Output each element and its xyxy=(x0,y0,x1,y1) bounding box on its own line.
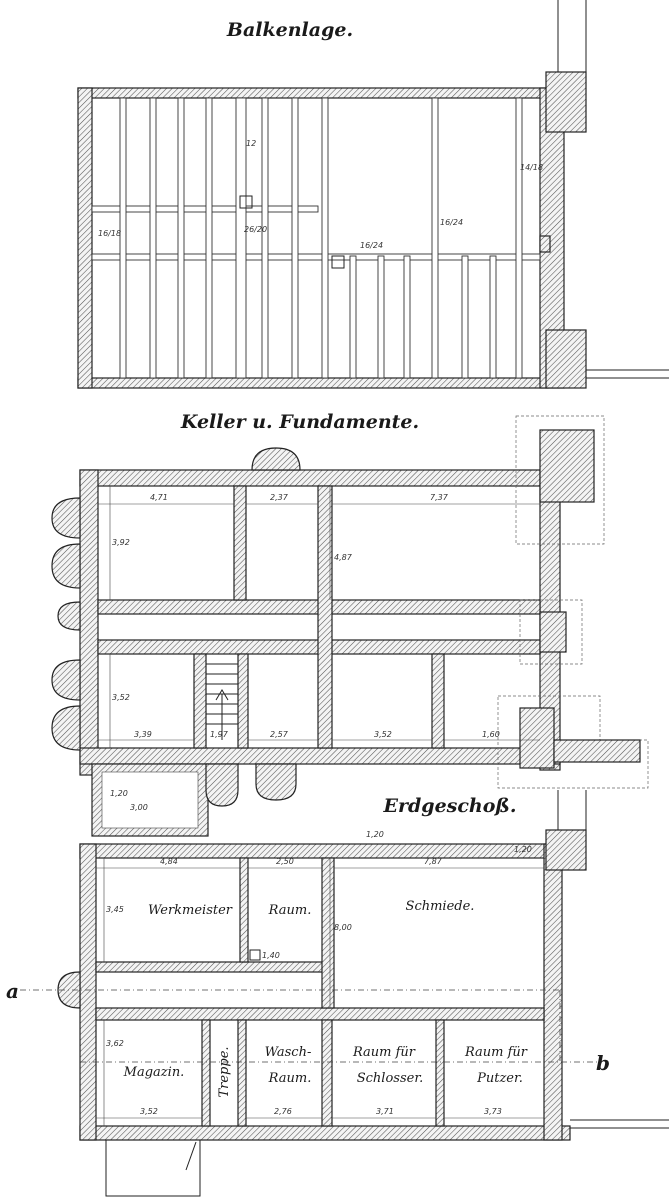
ground-wall-part-3 xyxy=(201,1019,211,1127)
cellar-title: Keller u. Fundamente. xyxy=(180,411,419,433)
room-wasch-line1: Wasch- xyxy=(265,1045,312,1060)
ground-wall-left xyxy=(79,843,97,1141)
beam-label-2: 16/24 xyxy=(440,218,463,227)
ground-dim-3: 7,87 xyxy=(424,857,443,866)
beam-wall-bottom xyxy=(77,377,549,389)
cellar-dimension-lines xyxy=(98,486,540,748)
ground-entrance-arrow xyxy=(185,1141,197,1171)
cellar-wall-int-2 xyxy=(317,485,333,749)
room-magazin: Magazin. xyxy=(123,1065,185,1080)
beam-pier-top-right xyxy=(545,71,587,133)
cellar-wall-top xyxy=(79,469,551,487)
beam-wall-chimney xyxy=(539,235,551,253)
ground-floor-plan: Erdgeschoß. a b xyxy=(6,790,669,1197)
ground-pier-top-right xyxy=(545,829,587,871)
ground-dim-5: 8,00 xyxy=(334,923,352,932)
ground-dim-4: 3,45 xyxy=(106,905,124,914)
beam-chimney-2 xyxy=(331,255,345,269)
cellar-wall-int-4 xyxy=(237,653,249,749)
cellar-foundation-plan: Keller u. Fundamente. xyxy=(51,411,649,837)
ground-dim-8: 2,76 xyxy=(274,1107,292,1116)
ground-dim-6: 3,62 xyxy=(106,1039,124,1048)
beam-label-6: 16/24 xyxy=(360,241,383,250)
room-putzer-line1: Raum für xyxy=(464,1045,528,1060)
beam-trimmer-vertical xyxy=(235,97,247,379)
cellar-round-bay xyxy=(255,763,297,801)
section-mark-b: b xyxy=(596,1051,610,1075)
cellar-stair xyxy=(205,653,239,749)
room-werkmeister-raum: Raum. xyxy=(268,903,312,918)
cellar-dim-8: 1,97 xyxy=(210,730,229,739)
beam-layout-title: Balkenlage. xyxy=(226,19,353,41)
beam-label-3: 14/18 xyxy=(520,163,543,172)
beam-layout-plan: Balkenlage. xyxy=(77,0,669,389)
beam-label-1: 12 xyxy=(246,139,256,148)
ground-chimney xyxy=(249,949,261,961)
ground-dim-7: 3,52 xyxy=(140,1107,158,1116)
section-mark-a: a xyxy=(6,979,19,1003)
cellar-dim-13: 1,20 xyxy=(110,789,128,798)
cellar-wall-int-5 xyxy=(431,653,445,749)
cellar-dim-3: 7,37 xyxy=(430,493,449,502)
ground-wall-part-1 xyxy=(239,857,249,963)
cellar-light-wells xyxy=(51,497,81,751)
ground-wall-part-4 xyxy=(237,1019,247,1127)
ground-wall-corridor-upper xyxy=(95,961,327,973)
cellar-foundation-outlines xyxy=(497,415,649,789)
cellar-dim-5: 3,92 xyxy=(112,538,130,547)
ground-wall-top xyxy=(79,843,551,859)
beam-chimney-1 xyxy=(239,195,253,209)
ground-wall-corridor-lower xyxy=(95,1007,545,1021)
room-schmiede: Schmiede. xyxy=(406,899,475,914)
ground-dim-9: 3,71 xyxy=(376,1107,394,1116)
cellar-dim-1: 4,71 xyxy=(150,493,168,502)
cellar-dim-4: 4,87 xyxy=(334,553,353,562)
cellar-wall-bottom xyxy=(79,747,561,765)
beam-label-5: 26/20 xyxy=(244,225,267,234)
ground-dim-10: 3,73 xyxy=(484,1107,502,1116)
ground-wall-right xyxy=(543,843,563,1141)
beam-label-4: 16/18 xyxy=(98,229,121,238)
ground-dim-2: 2,50 xyxy=(276,857,294,866)
cellar-dim-9: 2,57 xyxy=(270,730,289,739)
ground-floor-title: Erdgeschoß. xyxy=(383,795,517,817)
ground-dim-13: 1,20 xyxy=(514,845,532,854)
room-schlosser-line1: Raum für xyxy=(352,1045,416,1060)
beam-pier-bottom-right xyxy=(545,329,587,389)
cellar-dim-7: 3,39 xyxy=(134,730,152,739)
beam-wall-top xyxy=(77,87,549,99)
cellar-stair-bay xyxy=(205,763,239,807)
ground-entrance-steps xyxy=(105,1139,201,1197)
cellar-dim-11: 1,60 xyxy=(482,730,500,739)
ground-wall-bottom xyxy=(79,1125,571,1141)
ground-wall-part-6 xyxy=(435,1019,445,1127)
ground-dim-12: 1,40 xyxy=(262,951,280,960)
cellar-dim-12: 3,00 xyxy=(130,803,148,812)
ground-dimension-lines xyxy=(96,858,544,1126)
ground-wall-part-2 xyxy=(321,857,335,1009)
cellar-annex-inner xyxy=(101,771,199,829)
beam-joists xyxy=(119,97,523,379)
beam-girder-upper xyxy=(91,205,319,213)
room-treppe: Treppe. xyxy=(217,1046,232,1097)
beam-wall-left xyxy=(77,87,93,389)
ground-wall-part-5 xyxy=(321,1019,333,1127)
cellar-top-light-well xyxy=(251,447,301,471)
ground-dim-1: 4,84 xyxy=(160,857,178,866)
room-schlosser-line2: Schlosser. xyxy=(357,1071,424,1086)
cellar-dim-6: 3,52 xyxy=(112,693,130,702)
cellar-wall-left xyxy=(79,469,99,776)
room-putzer-line2: Putzer. xyxy=(476,1071,523,1086)
beam-girder-lower xyxy=(91,253,541,261)
room-werkmeister: Werkmeister xyxy=(148,903,233,918)
room-wasch-line2: Raum. xyxy=(268,1071,312,1086)
cellar-wall-int-1 xyxy=(233,485,247,601)
cellar-dim-2: 2,37 xyxy=(270,493,289,502)
ground-dim-11: 1,20 xyxy=(366,830,384,839)
cellar-dim-10: 3,52 xyxy=(374,730,392,739)
cellar-wall-int-3 xyxy=(193,653,207,749)
